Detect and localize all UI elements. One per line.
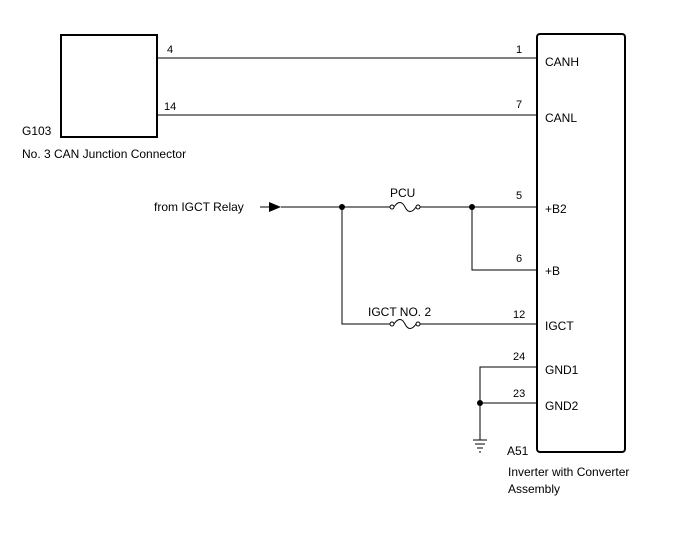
arrow-icon xyxy=(269,202,281,212)
g103-name-label: No. 3 CAN Junction Connector xyxy=(22,147,186,161)
wire-gnd1 xyxy=(479,366,537,440)
a51-pin-24-number: 24 xyxy=(513,351,525,363)
a51-pin-igct-label: IGCT xyxy=(545,319,574,333)
wire-b xyxy=(471,207,537,271)
a51-pin-canh-label: CANH xyxy=(545,55,579,69)
fuse-icon xyxy=(389,202,421,212)
a51-name-line2: Assembly xyxy=(508,482,560,496)
wire-source-to-igct-fuse xyxy=(341,207,390,325)
a51-pin-gnd1-label: GND1 xyxy=(545,363,579,377)
a51-pin-b-label: +B xyxy=(545,264,560,278)
a51-pin-1-number: 1 xyxy=(516,44,522,56)
g103-code-label: G103 xyxy=(22,124,52,138)
fuse-icon xyxy=(389,319,421,329)
fuse-igct-no2-label: IGCT NO. 2 xyxy=(368,305,431,319)
a51-pin-gnd2-label: GND2 xyxy=(545,399,579,413)
a51-name-line1: Inverter with Converter xyxy=(508,465,629,479)
ground-icon xyxy=(473,439,487,453)
junction-dot-gnd xyxy=(477,400,483,406)
a51-pin-23-number: 23 xyxy=(513,388,525,400)
a51-code-label: A51 xyxy=(507,444,529,458)
fuse-pcu-label: PCU xyxy=(390,186,415,200)
a51-pin-b2-label: +B2 xyxy=(545,202,567,216)
g103-connector-box xyxy=(60,34,158,138)
g103-pin-4: 4 xyxy=(167,44,173,56)
a51-pin-6-number: 6 xyxy=(516,253,522,265)
a51-pin-canl-label: CANL xyxy=(545,111,577,125)
a51-pin-5-number: 5 xyxy=(516,190,522,202)
igct-relay-source-label: from IGCT Relay xyxy=(154,200,244,214)
a51-pin-7-number: 7 xyxy=(516,99,522,111)
a51-component-box xyxy=(536,33,626,453)
g103-pin-14: 14 xyxy=(164,101,176,113)
a51-pin-12-number: 12 xyxy=(513,309,525,321)
